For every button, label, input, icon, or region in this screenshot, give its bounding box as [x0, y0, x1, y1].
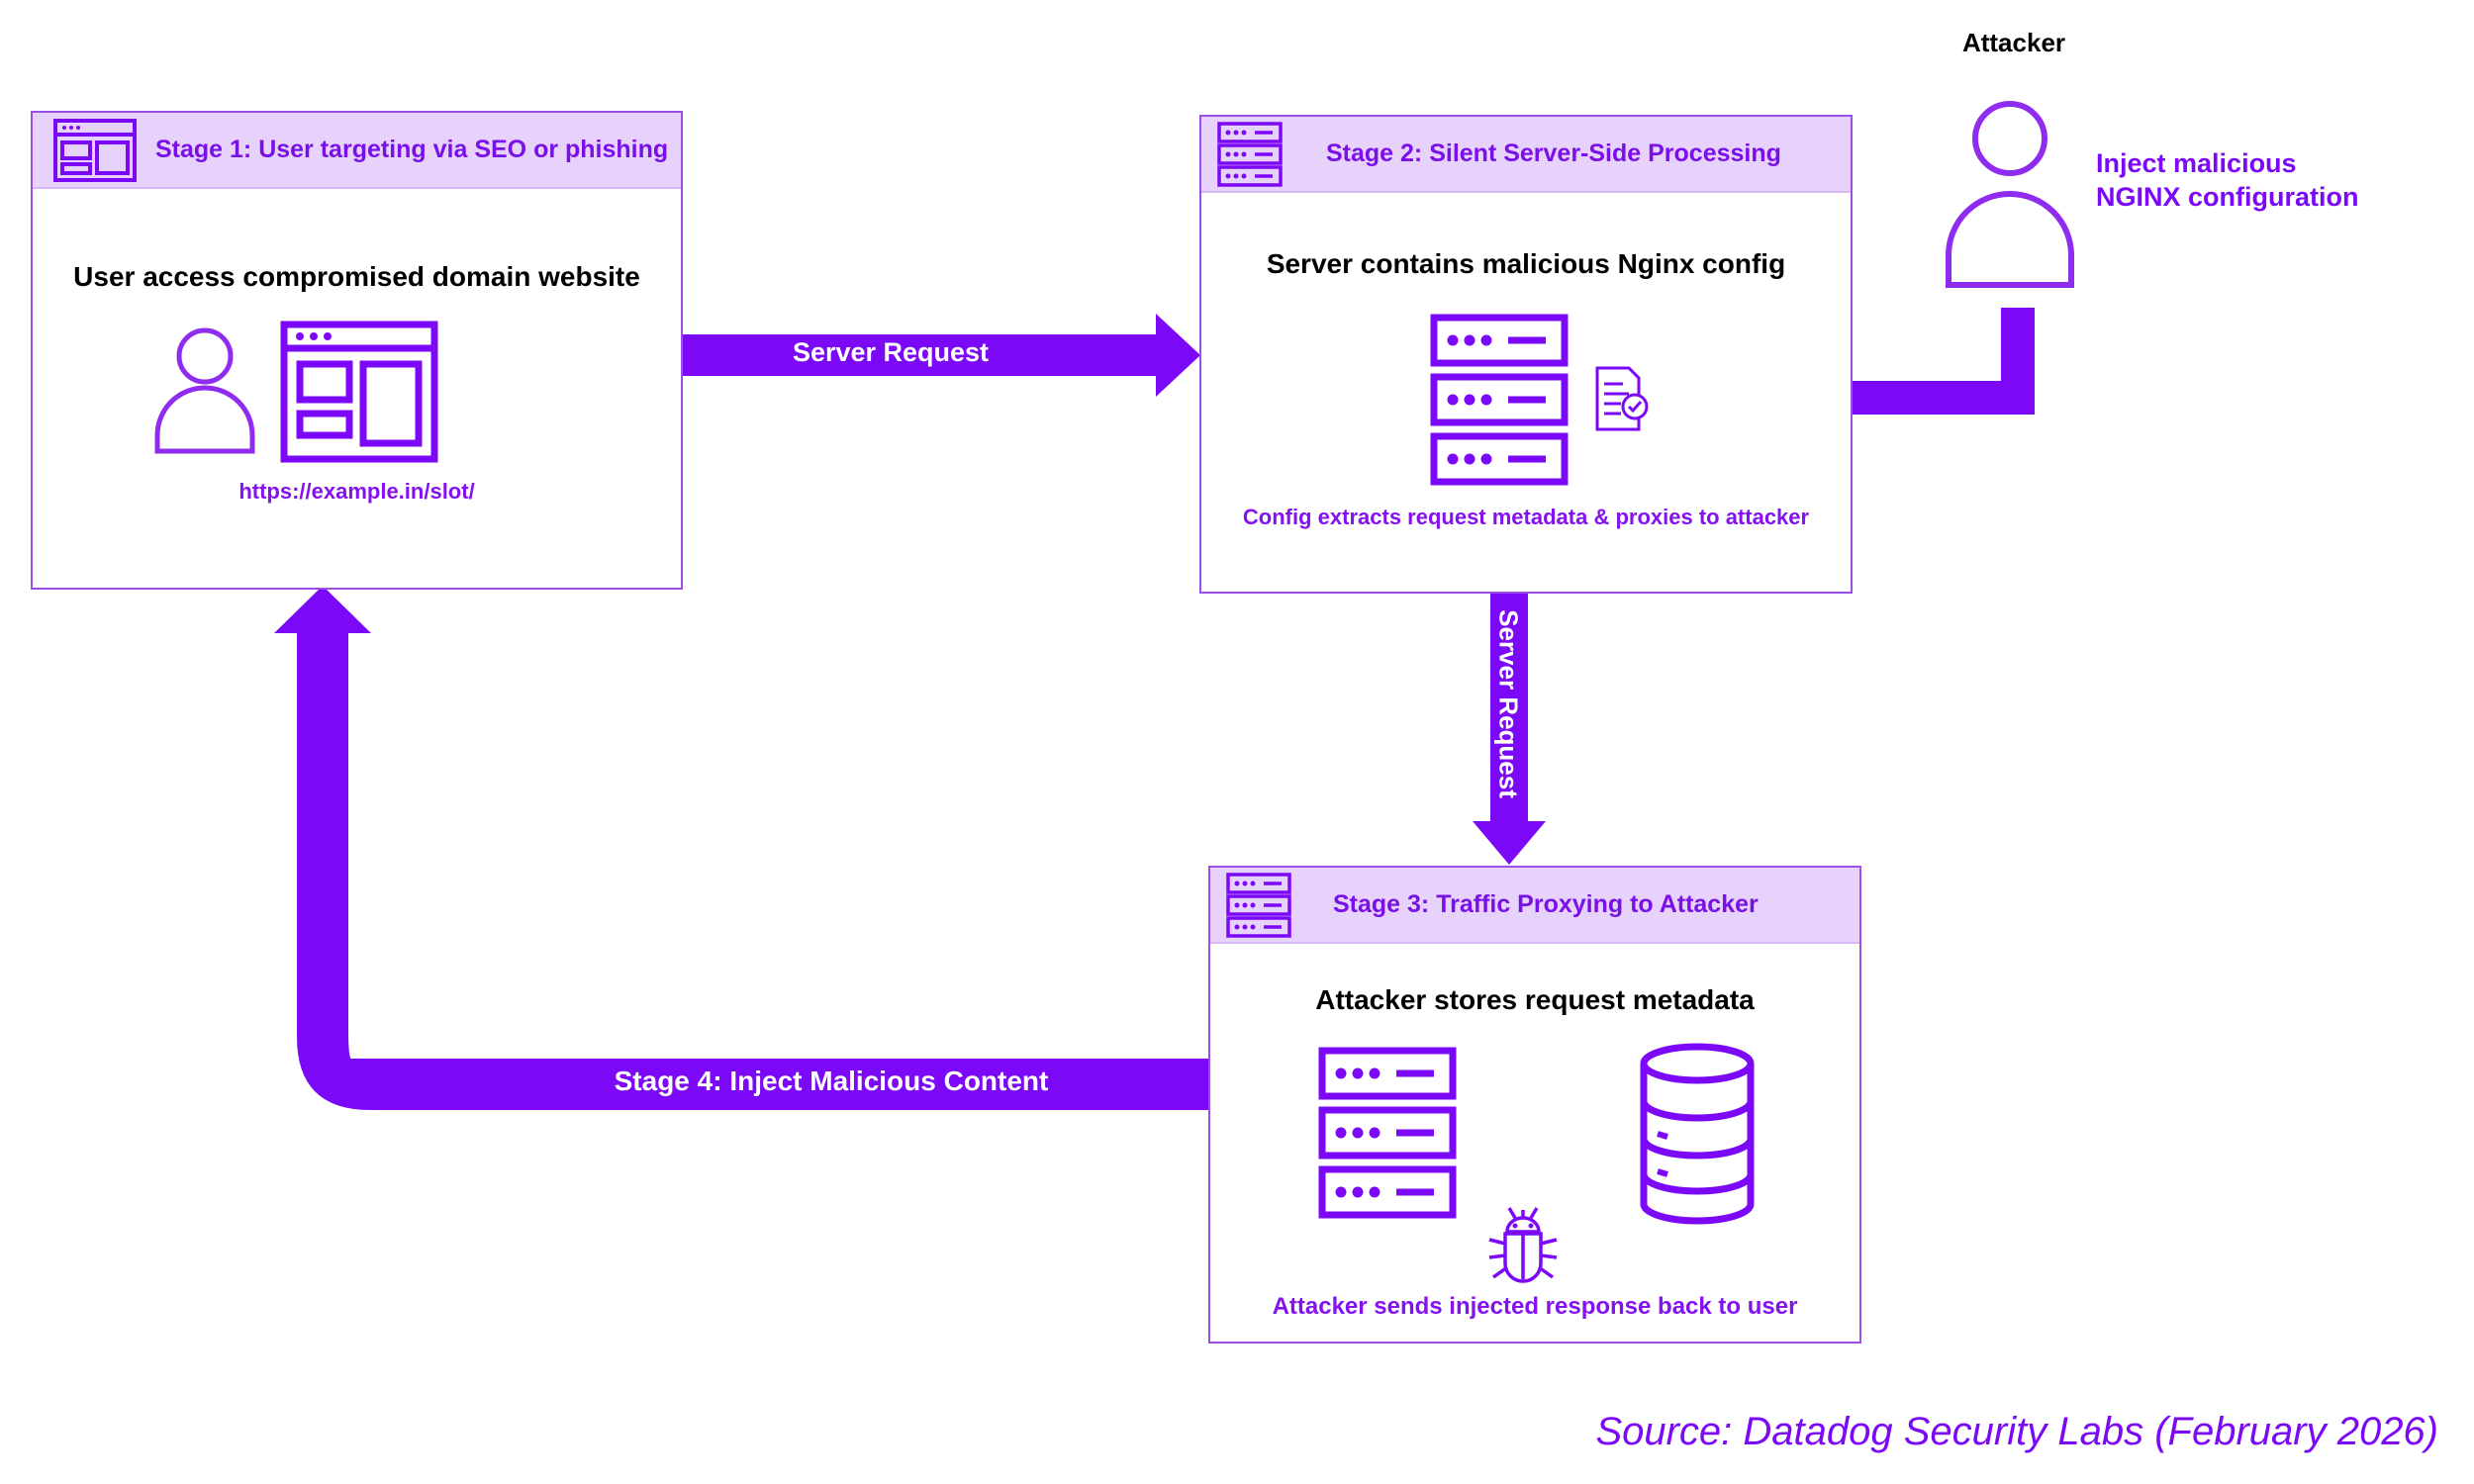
bug-icon	[1488, 1207, 1558, 1283]
metadata-label: Metadata	[1493, 1127, 1580, 1149]
stage4-label: Stage 4: Inject Malicious Content	[614, 1066, 1049, 1096]
server-request-down-arrow	[1473, 586, 1546, 865]
stage1-main-text: User access compromised domain website	[73, 261, 640, 292]
stage3-title: Stage 3: Traffic Proxying to Attacker	[1333, 890, 1759, 918]
server-rack-icon	[1318, 1047, 1457, 1219]
stage4-return-arrow	[274, 586, 1211, 1110]
server-request-vertical-label: Server Request	[1493, 609, 1524, 798]
stage3-header: Stage 3: Traffic Proxying to Attacker	[1210, 868, 1859, 944]
stage1-header: Stage 1: User targeting via SEO or phish…	[33, 113, 681, 189]
database-icon	[1640, 1043, 1755, 1225]
user-icon	[154, 327, 255, 454]
stage1-title: Stage 1: User targeting via SEO or phish…	[155, 136, 669, 163]
stage3-main-text: Attacker stores request metadata	[1315, 984, 1755, 1015]
stage2-caption: Config extracts request metadata & proxi…	[1242, 505, 1810, 529]
attacker-label: Attacker	[1961, 28, 2066, 57]
stage1-url[interactable]: https://example.in/slot/	[238, 479, 475, 504]
stage2-header: Stage 2: Silent Server-Side Processing	[1201, 117, 1851, 193]
stage2-main-text: Server contains malicious Nginx config	[1266, 248, 1786, 279]
stage2-title: Stage 2: Silent Server-Side Processing	[1326, 139, 1781, 167]
stage2-panel: Stage 2: Silent Server-Side Processing S…	[1199, 115, 1853, 594]
server-rack-icon	[1217, 122, 1283, 187]
stage3-panel: Stage 3: Traffic Proxying to Attacker At…	[1208, 866, 1861, 1344]
attacker-inject-text: Inject malicious NGINX configuration	[2096, 146, 2359, 214]
attacker-inject-line1: Inject malicious	[2096, 148, 2297, 178]
server-rack-icon	[1226, 873, 1291, 938]
server-rack-icon	[1430, 314, 1569, 486]
stage1-panel: Stage 1: User targeting via SEO or phish…	[31, 111, 683, 590]
server-request-arrow	[604, 314, 1200, 397]
user-icon	[1946, 101, 2074, 288]
source-caption: Source: Datadog Security Labs (February …	[1595, 1410, 2438, 1453]
attacker-inject-line2: NGINX configuration	[2096, 182, 2359, 212]
browser-window-icon	[53, 119, 137, 182]
server-request-label: Server Request	[792, 337, 990, 367]
browser-window-icon	[280, 321, 438, 463]
stage3-caption: Attacker sends injected response back to…	[1272, 1293, 1798, 1320]
config-document-icon	[1595, 366, 1649, 431]
